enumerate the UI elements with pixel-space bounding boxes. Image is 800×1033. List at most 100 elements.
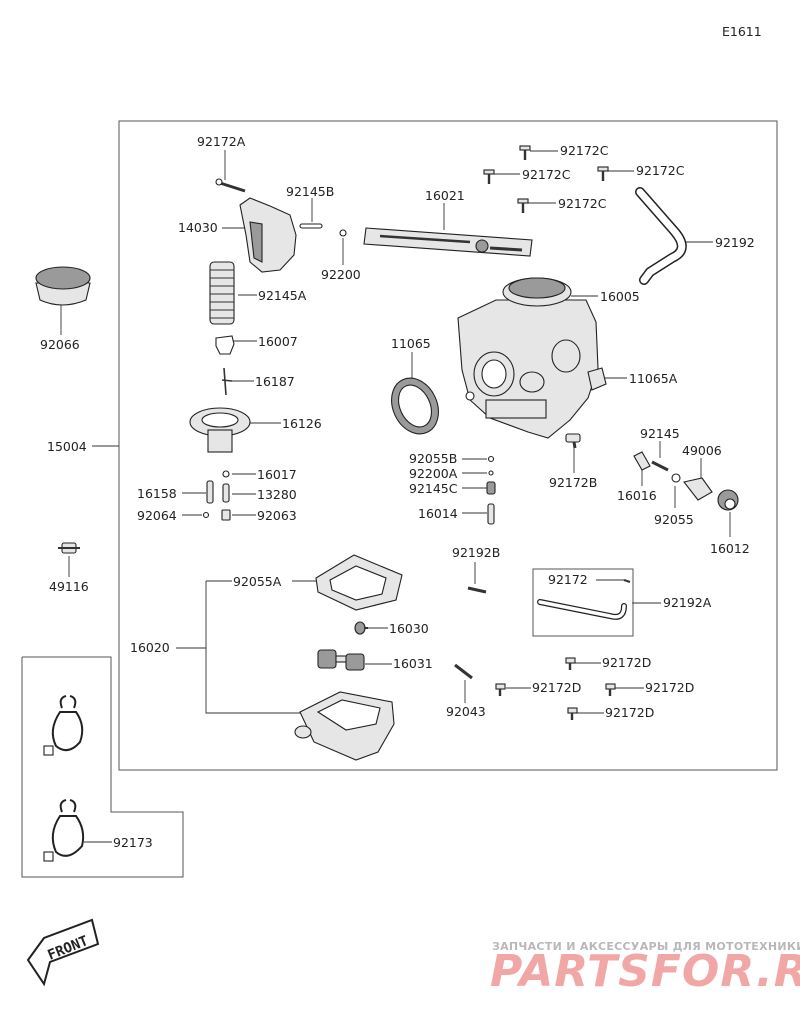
ring-11065 — [391, 377, 439, 435]
pin-92043 — [454, 663, 473, 680]
ring-92064 — [202, 511, 210, 519]
label-92172D-4: 92172D — [605, 705, 654, 720]
plunger-49006 — [683, 477, 713, 501]
label-92172: 92172 — [548, 572, 588, 587]
label-92145A: 92145A — [258, 288, 307, 303]
float-16031 — [317, 649, 365, 671]
jet-92063 — [221, 509, 231, 521]
label-16030: 16030 — [389, 621, 429, 636]
label-16031: 16031 — [393, 656, 433, 671]
screw-16030 — [354, 621, 368, 635]
label-92192: 92192 — [715, 235, 755, 250]
label-92172D-2: 92172D — [532, 680, 581, 695]
screw-92172D-2 — [495, 683, 506, 696]
leader-lines — [60, 150, 731, 843]
label-16021: 16021 — [425, 188, 465, 203]
label-92192A: 92192A — [663, 595, 712, 610]
label-92192B: 92192B — [452, 545, 500, 560]
washer-92200 — [339, 229, 347, 237]
label-92145C: 92145C — [409, 481, 458, 496]
label-16005: 16005 — [600, 289, 640, 304]
spring-92145B — [299, 223, 323, 229]
label-92172A: 92172A — [197, 134, 246, 149]
screw-92172C-3 — [597, 166, 609, 181]
screw-92172D-1 — [565, 657, 576, 670]
label-11065A: 11065A — [629, 371, 678, 386]
holder-16007 — [215, 335, 235, 355]
label-92145B: 92145B — [286, 184, 334, 199]
label-49116: 49116 — [49, 579, 89, 594]
label-92063: 92063 — [257, 508, 297, 523]
label-16014: 16014 — [418, 506, 458, 521]
part-92055B — [487, 455, 495, 463]
screw-92172C-4 — [517, 198, 529, 213]
label-14030: 14030 — [178, 220, 218, 235]
watermark-logo: PARTSFOR.RU — [490, 946, 800, 997]
label-92172C-4: 92172C — [558, 196, 607, 211]
watermark-tagline: ЗАПЧАСТИ И АКСЕССУАРЫ ДЛЯ МОТОТЕХНИКИ — [492, 940, 800, 953]
spring-92145C — [486, 481, 496, 495]
screw-92172C-1 — [519, 145, 531, 160]
label-92172C-2: 92172C — [522, 167, 571, 182]
label-49006: 49006 — [682, 443, 722, 458]
sub-assembly-frame — [21, 656, 184, 878]
label-92200: 92200 — [321, 267, 361, 282]
label-92200A: 92200A — [409, 466, 458, 481]
label-16007: 16007 — [258, 334, 298, 349]
label-16016: 16016 — [617, 488, 657, 503]
front-arrow-icon: FRONT — [26, 918, 100, 987]
label-16158: 16158 — [137, 486, 177, 501]
gasket-92055A — [315, 554, 403, 611]
jet-13280 — [222, 483, 230, 503]
cap-16012 — [717, 489, 739, 511]
label-16012: 16012 — [710, 541, 750, 556]
cover-14030 — [239, 197, 297, 273]
clip-16187 — [221, 367, 233, 396]
label-92055A: 92055A — [233, 574, 282, 589]
hose-92192A-box — [532, 568, 634, 637]
hose-92192A — [537, 599, 627, 620]
screw-92172D-4 — [567, 707, 578, 720]
label-16017: 16017 — [257, 467, 297, 482]
part-92200A — [488, 470, 494, 476]
label-11065: 11065 — [391, 336, 431, 351]
part-labels: 92172A 92145B 14030 92200 92145A 16007 1… — [40, 134, 755, 850]
label-92173: 92173 — [113, 835, 153, 850]
valve-49116 — [58, 542, 80, 554]
pin-92192B — [467, 586, 487, 594]
clamp-92173-upper — [43, 695, 84, 756]
label-92055: 92055 — [654, 512, 694, 527]
diagram-code: E1611 — [722, 24, 762, 39]
label-16187: 16187 — [255, 374, 295, 389]
label-92172D-3: 92172D — [645, 680, 694, 695]
clip-92172 — [623, 579, 631, 583]
part-16017 — [222, 470, 230, 478]
screw-16016 — [633, 451, 651, 471]
diaphragm-16126 — [189, 407, 251, 453]
screw-16014 — [487, 503, 495, 525]
label-92172B: 92172B — [549, 475, 597, 490]
screw-92172A — [215, 178, 246, 193]
label-16126: 16126 — [282, 416, 322, 431]
screw-92172C-2 — [483, 169, 495, 184]
label-15004: 15004 — [47, 439, 87, 454]
needle-16158 — [206, 480, 214, 504]
washer-92055 — [671, 473, 681, 483]
label-13280: 13280 — [257, 487, 297, 502]
label-92172D-1: 92172D — [602, 655, 651, 670]
float-bowl-16020 — [294, 691, 395, 761]
label-92172C-1: 92172C — [560, 143, 609, 158]
label-16020: 16020 — [130, 640, 170, 655]
label-92055B: 92055B — [409, 451, 457, 466]
clamp-92173-lower — [43, 799, 85, 862]
label-92172C-3: 92172C — [636, 163, 685, 178]
spring-92145 — [651, 460, 669, 472]
label-92043: 92043 — [446, 704, 486, 719]
carburetor-body-16005 — [457, 277, 607, 439]
screw-92172D-3 — [605, 683, 616, 696]
cap-92066 — [35, 266, 91, 306]
bolt-92172B — [565, 433, 581, 449]
label-92064: 92064 — [137, 508, 177, 523]
plate-16021 — [363, 227, 533, 257]
